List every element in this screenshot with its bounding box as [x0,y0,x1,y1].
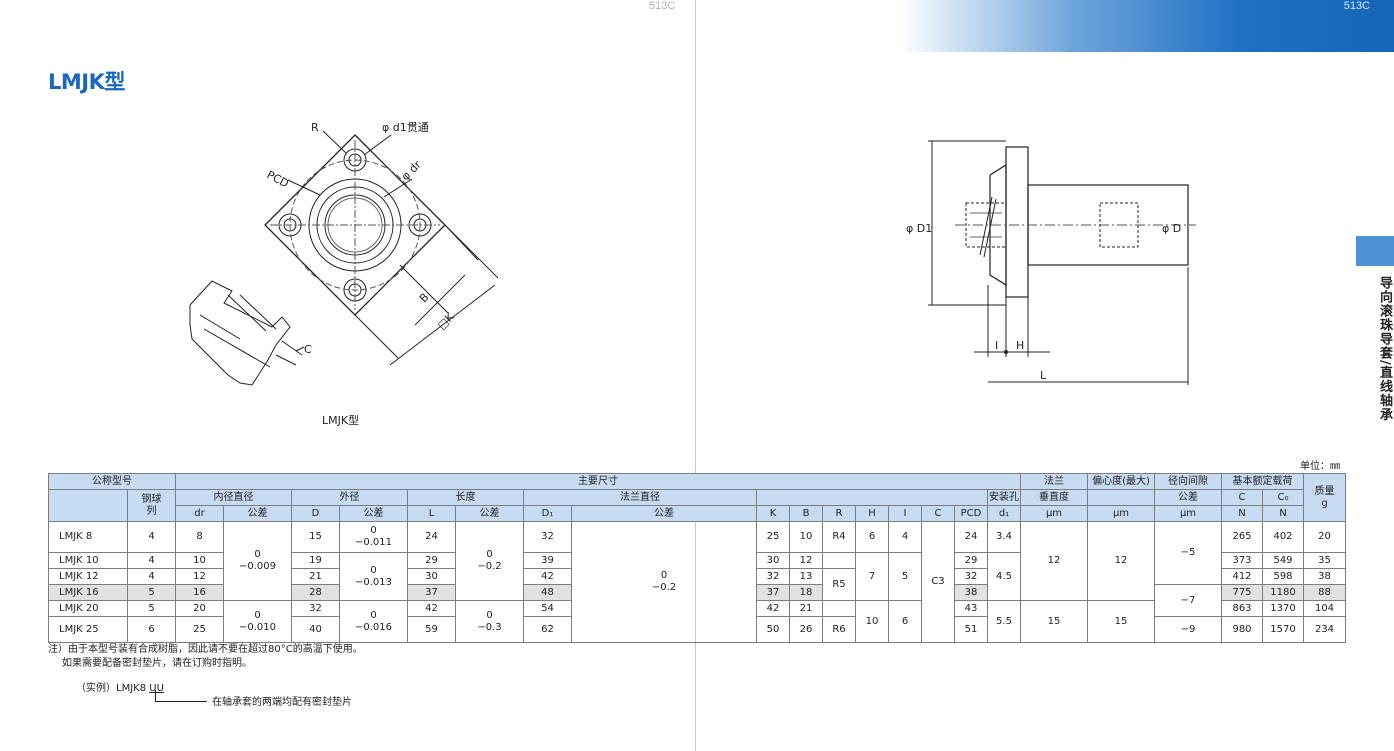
header-B: B [789,505,823,522]
table-row: LMJK 20 5 20 0−0.010 32 0−0.016 42 0−0.3… [48,600,1346,643]
page-number-right: 513C [1343,0,1370,12]
table-row: LMJK 16 5 16 28 37 48 37 18 38 −7 775 11… [48,584,1346,617]
label-C: C [304,343,312,356]
header-D1: D₁ [523,505,572,522]
page-gutter [695,0,696,751]
header-C0-unit: N [1262,505,1304,522]
example-description: 在轴承套的两端均配有密封垫片 [212,697,352,708]
label-dr: φ dr [399,158,424,183]
header-blank [756,489,988,506]
label-H: H [1016,339,1024,352]
note-line-2: 如果需要配备密封垫片，请在订购时指明。 [62,658,252,669]
header-D1-tol: 公差 [571,505,757,522]
header-eccentricity: 偏心度(最大) [1087,473,1155,490]
header-perp-unit: μm [1020,505,1088,522]
page-number-left: 513C [649,0,676,12]
example-leader-line [155,690,207,702]
header-model-blank [48,489,128,522]
header-Ccol: C [921,505,955,522]
label-d1: φ d1贯通 [382,121,429,134]
header-L-tol: 公差 [455,505,524,522]
label-R: R [311,121,319,134]
header-flange-diameter: 法兰直径 [523,489,757,506]
notes: 注）由于本型号装有合成树脂，因此请不要在超过80°C的高温下使用。 如果需要配备… [48,643,363,671]
header-main-dimensions: 主要尺寸 [175,473,1021,490]
header-model: 公称型号 [48,473,176,490]
label-D: φ D [1162,222,1181,235]
page-title: LMJK型 [48,70,125,94]
header-dr-tol: 公差 [223,505,292,522]
table-row: LMJK 25 6 25 40 59 62 50 26 R6 51 −9 980… [48,616,1346,643]
header-L: L [407,505,456,522]
header-D-tol: 公差 [339,505,408,522]
front-view-drawing: R φ d1贯通 PCD φ dr B □K C [189,121,499,386]
header-perp2: 垂直度 [1020,489,1088,506]
header-inner-diameter: 内径直径 [175,489,292,506]
side-section-label: 导向滚珠导套/直线轴承 [1377,276,1392,422]
label-B: B [417,291,432,306]
header-mount-hole: 安装孔 [987,489,1021,506]
header-flange-perp: 法兰 [1020,473,1088,490]
header-band [898,0,1394,52]
header-clear-unit: μm [1154,505,1222,522]
header-length: 长度 [407,489,524,506]
header-PCD: PCD [954,505,988,522]
header-I: I [888,505,922,522]
header-outer-diameter: 外径 [291,489,408,506]
figure-caption: LMJK型 [322,414,360,427]
unit-label: 单位：㎜ [1300,461,1340,472]
header-balls: 钢球列 [127,489,176,522]
header-C: C [1221,489,1263,506]
header-C0: C₀ [1262,489,1304,506]
side-tab-marker [1356,236,1394,266]
label-D1: φ D1 [906,222,932,235]
header-H: H [855,505,889,522]
example-uu: UU [149,683,164,694]
label-L: L [1040,369,1047,382]
header-K: K [756,505,790,522]
side-view-drawing: φ D1 φ D I H L [906,140,1196,385]
header-d1: d₁ [987,505,1021,522]
header-R: R [822,505,856,522]
header-ecc-unit: μm [1087,505,1155,522]
header-clear-tol: 公差 [1154,489,1222,506]
header-C-unit: N [1221,505,1263,522]
header-dr: dr [175,505,224,522]
header-radial-clearance: 径向间隙 [1154,473,1222,490]
example-code: （实例）LMJK8 UU [76,683,164,694]
note-line-1: 注）由于本型号装有合成树脂，因此请不要在超过80°C的高温下使用。 [48,644,363,655]
table-row: LMJK 8 4 8 0−0.009 15 0−0.011 24 0−0.2 3… [48,521,1346,643]
header-D: D [291,505,340,522]
header-ecc-blank [1087,489,1155,506]
label-I: I [995,339,998,352]
label-PCD: PCD [265,168,291,190]
header-load-rating: 基本额定载荷 [1221,473,1304,490]
